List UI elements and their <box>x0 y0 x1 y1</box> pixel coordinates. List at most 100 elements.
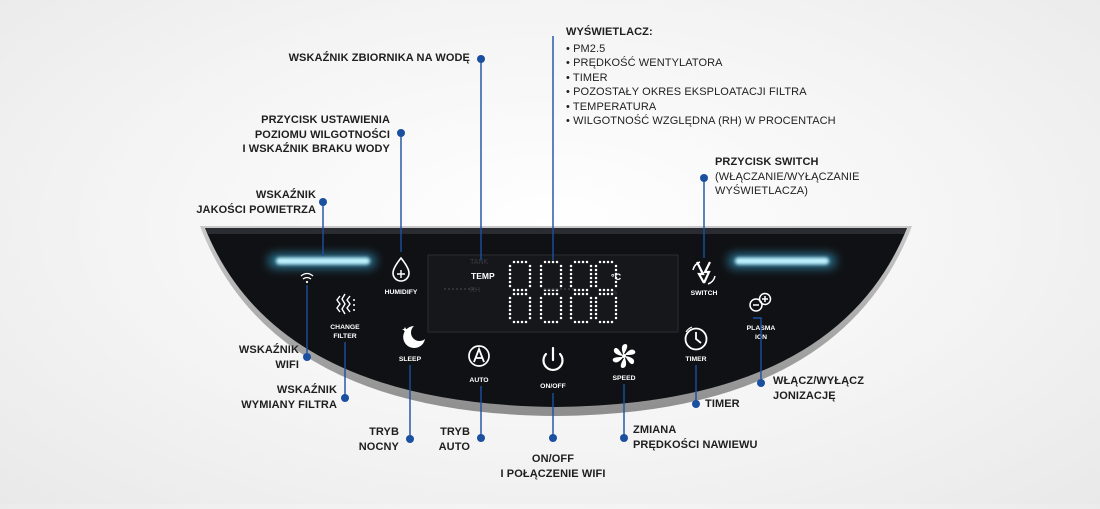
leader-lines <box>306 36 762 439</box>
change-filter-label-1: CHANGE <box>330 324 360 331</box>
display-digit-dot <box>543 320 547 324</box>
fan-blade <box>625 349 636 356</box>
callout-onoff-line-1: ON/OFF <box>531 453 575 465</box>
wifi-icon <box>300 272 314 284</box>
display-digit-dot <box>594 312 598 316</box>
display-digit-dot <box>559 304 563 308</box>
display-digit-dot <box>589 308 593 312</box>
display-digit-dot <box>520 292 524 296</box>
display-digit-dot <box>547 292 551 296</box>
callout-filter-line-2: WYMIANY FILTRA <box>241 398 337 411</box>
display-digit-dot <box>539 296 543 300</box>
callout-air-quality-line-1: WSKAŹNIK <box>255 189 316 201</box>
display-digit-dot <box>539 280 543 284</box>
display-digit-dot <box>569 316 573 320</box>
display-digit-dot <box>508 268 512 272</box>
display-digit-dot <box>589 296 593 300</box>
callout-humidity-line-2: POZIOMU WILGOTNOŚCI <box>254 128 390 141</box>
display-digit-dot <box>602 260 606 264</box>
display-digit-dot <box>569 276 573 280</box>
display-digit-dot <box>606 292 610 296</box>
callout-night: TRYB NOCNY <box>330 425 399 454</box>
display-digit-dot <box>589 280 593 284</box>
display-digit-dot <box>569 308 573 312</box>
display-digit-dot <box>508 312 512 316</box>
display-digit-dot <box>559 300 563 304</box>
display-digit-dot <box>528 300 532 304</box>
display-digit-dot <box>581 288 585 292</box>
display-digit-dot <box>512 288 516 292</box>
display-dim-dot <box>472 288 474 290</box>
display-digit-dot <box>610 260 614 264</box>
display-digit-dot <box>508 284 512 288</box>
change-filter-label-2: FILTER <box>333 333 356 340</box>
display-digit-dot <box>614 268 618 272</box>
display-digit-dot <box>524 288 528 292</box>
display-digit-dot <box>614 308 618 312</box>
display-digit-dot <box>594 316 598 320</box>
humidify-icon <box>392 256 410 282</box>
display-digit-dot <box>547 320 551 324</box>
display-digit-dot <box>569 300 573 304</box>
display-digit-dot <box>577 320 581 324</box>
display-digit-dot <box>594 268 598 272</box>
display-digit-dot <box>585 260 589 264</box>
auto-label: AUTO <box>469 377 488 384</box>
display-digit-dot <box>555 260 559 264</box>
callout-speed-line-2: PRĘDKOŚCI NAWIEWU <box>633 438 758 451</box>
display-digits <box>444 260 618 324</box>
leader-dots <box>303 55 765 443</box>
display-digit-dot <box>528 296 532 300</box>
display-digit-dot <box>573 292 577 296</box>
display-digit-dot <box>559 308 563 312</box>
display-digit-dot <box>559 276 563 280</box>
display-digit-dot <box>520 288 524 292</box>
display-digit-dot <box>555 292 559 296</box>
display-digit-dot <box>589 272 593 276</box>
fan-hub <box>622 354 626 358</box>
panel-shine <box>205 228 907 234</box>
display-digit-dot <box>594 300 598 304</box>
callout-wifi-line-2: WIFI <box>275 358 299 371</box>
display-digit-dot <box>559 284 563 288</box>
callout-air-quality: WSKAŹNIK JAKOŚCI POWIETRZA <box>160 188 316 217</box>
display-digit-dot <box>594 280 598 284</box>
display-dim-dot <box>456 288 458 290</box>
display-digit-dot <box>577 292 581 296</box>
display-list-item: TEMPERATURA <box>566 100 836 115</box>
display-digit-dot <box>539 268 543 272</box>
callout-display: WYŚWIETLACZ: PM2.5 PRĘDKOŚĆ WENTYLATORA … <box>566 25 836 129</box>
display-digit-dot <box>614 272 618 276</box>
display-dim-dot <box>552 288 554 290</box>
display-digit-dot <box>585 320 589 324</box>
display-dim-dot <box>460 288 462 290</box>
display-digit-dot <box>508 276 512 280</box>
display-list-item: PRĘDKOŚĆ WENTYLATORA <box>566 56 836 71</box>
display-digit-dot <box>614 296 618 300</box>
display-digit-dot <box>598 292 602 296</box>
display-digit-dot <box>516 320 520 324</box>
display-digit-dot <box>573 260 577 264</box>
display-digit-dot <box>569 264 573 268</box>
display-digit-dot <box>543 260 547 264</box>
display-digit-dot <box>508 272 512 276</box>
display-digit-dot <box>551 292 555 296</box>
display-digit-dot <box>589 268 593 272</box>
display-digit-dot <box>598 288 602 292</box>
display-digit-dot <box>539 304 543 308</box>
display-digit-dot <box>614 284 618 288</box>
fan-blade <box>613 347 623 356</box>
display-digit-dot <box>610 292 614 296</box>
display-label-temp: TEMP <box>471 271 495 281</box>
display-digit-dot <box>512 320 516 324</box>
display-digit-dot <box>594 308 598 312</box>
display-digit-dot <box>569 312 573 316</box>
display-digit-dot <box>559 312 563 316</box>
display-digit-dot <box>508 296 512 300</box>
display-list-item: TIMER <box>566 71 836 86</box>
display-digit-dot <box>610 288 614 292</box>
display-digit-dot <box>577 288 581 292</box>
display-digit-dot <box>547 260 551 264</box>
